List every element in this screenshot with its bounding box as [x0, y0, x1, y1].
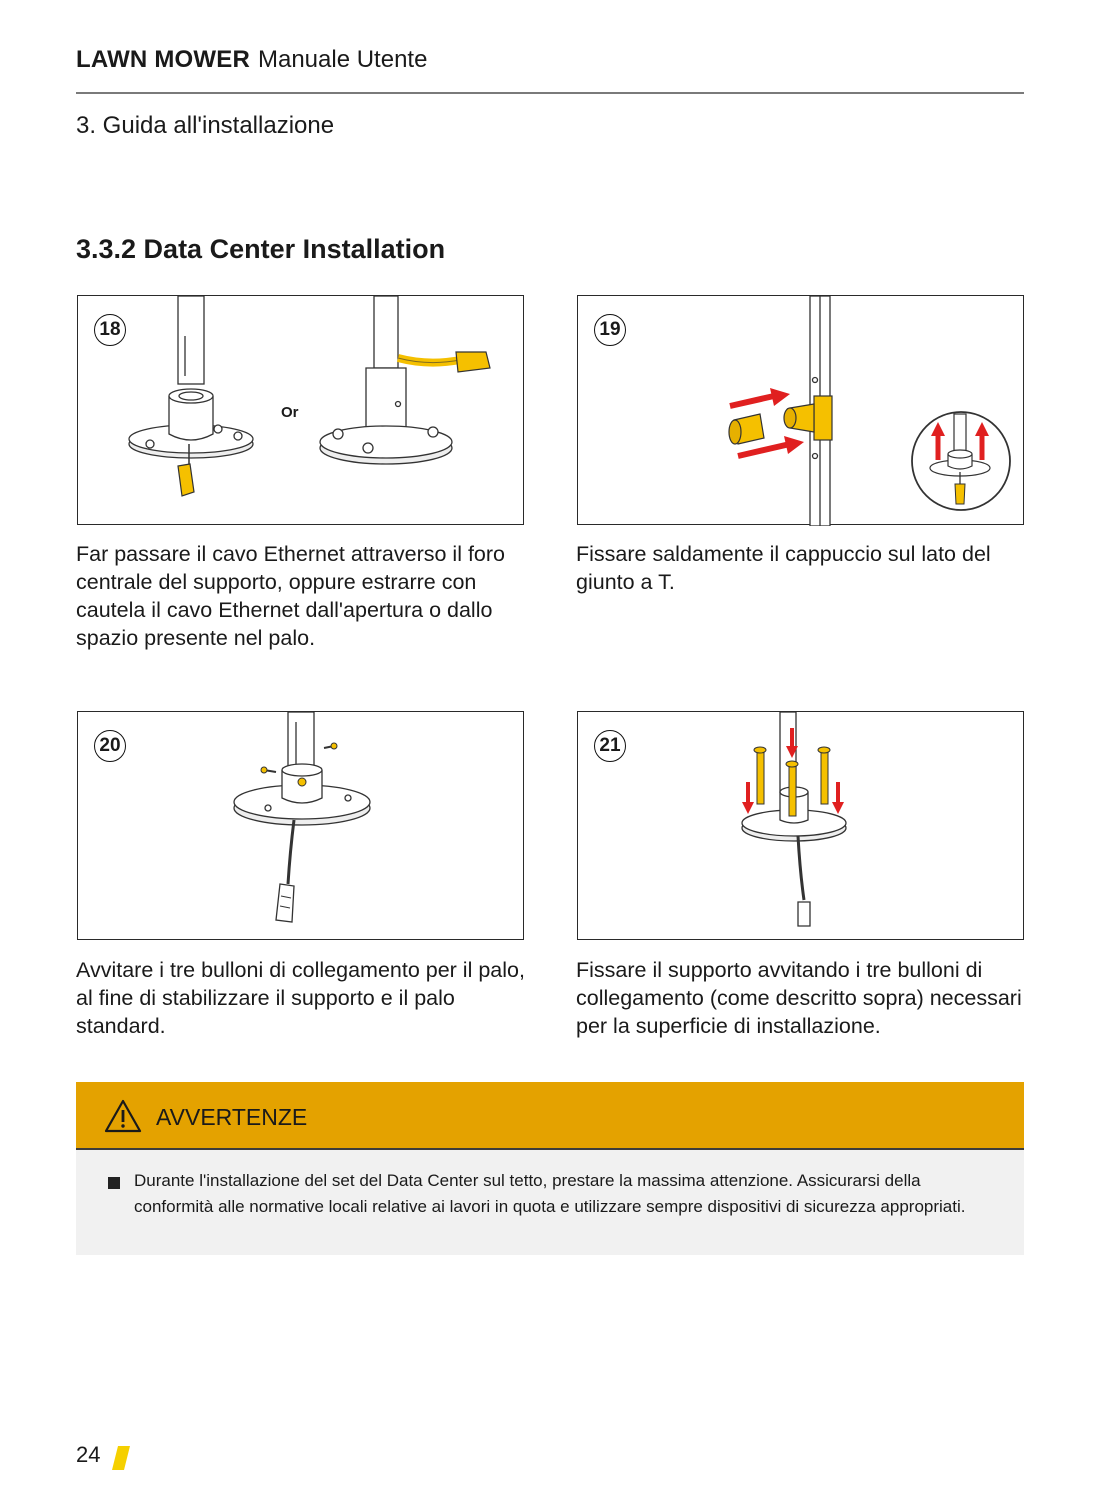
page-accent-mark [112, 1446, 130, 1470]
figure-step-19: 19 [577, 295, 1024, 526]
step-number-badge: 21 [594, 730, 626, 762]
step-number-badge: 19 [594, 314, 626, 346]
warning-title: AVVERTENZE [156, 1104, 308, 1130]
page-header: LAWN MOWER Manuale Utente [76, 46, 427, 74]
step-21-illustration [741, 712, 847, 927]
warning-triangle-icon [104, 1099, 142, 1133]
figure-step-20: 20 [77, 711, 524, 940]
chapter-title: 3. Guida all'installazione [76, 112, 335, 139]
warning-body: Durante l'installazione del set del Data… [76, 1150, 1024, 1255]
step-20-caption: Avvitare i tre bulloni di collegamento p… [76, 958, 525, 1038]
step-18-caption: Far passare il cavo Ethernet attraverso … [76, 542, 505, 650]
header-divider [76, 92, 1024, 94]
figure-step-18: 18 Or [77, 295, 524, 525]
step-number-badge: 20 [94, 730, 126, 762]
or-label: Or [281, 404, 299, 421]
step-20-illustration [233, 712, 371, 923]
brand-name: LAWN MOWER [76, 46, 250, 73]
section-title: 3.3.2 Data Center Installation [76, 234, 446, 264]
step-19-caption: Fissare saldamente il cappuccio sul lato… [576, 542, 991, 594]
page-number: 24 [76, 1442, 101, 1467]
manual-subtitle: Manuale Utente [257, 46, 428, 73]
warning-header: AVVERTENZE [76, 1082, 1024, 1150]
bullet-square-icon [108, 1177, 120, 1189]
step-21-caption: Fissare il supporto avvitando i tre bull… [576, 958, 1022, 1038]
step-19-illustration [728, 296, 1011, 526]
warning-text: Durante l'installazione del set del Data… [134, 1171, 966, 1216]
step-number-badge: 18 [94, 314, 126, 346]
step-18-illustration [128, 296, 491, 497]
figure-step-21: 21 [577, 711, 1024, 940]
